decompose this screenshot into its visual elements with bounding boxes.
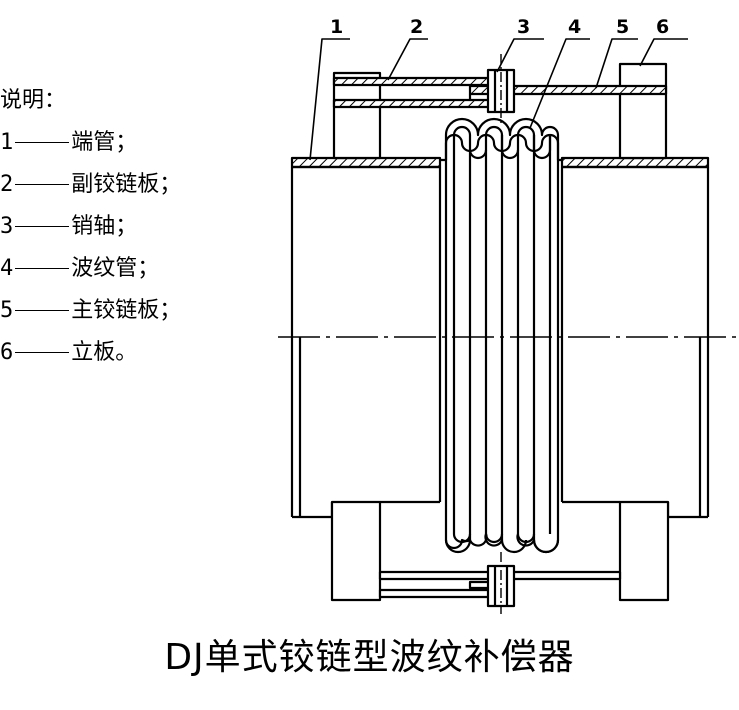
figure-caption: DJ单式铰链型波纹补偿器	[164, 637, 575, 678]
legend-item-label: 副铰链板；	[71, 172, 182, 197]
right-end-pipe	[560, 156, 710, 519]
legend-dash	[15, 309, 70, 311]
legend-item-label: 端管；	[71, 130, 138, 155]
legend-item-vertical-plate: 6 立板。	[0, 340, 137, 366]
callout-2: 2	[410, 16, 423, 38]
legend-item-number: 2	[0, 172, 14, 197]
callout-1: 1	[330, 16, 343, 38]
legend-dash	[15, 351, 70, 353]
legend-item-label: 波纹管；	[71, 256, 160, 281]
legend-item-pin-shaft: 3 销轴；	[0, 214, 137, 240]
left-end-pipe	[290, 156, 442, 519]
legend-dash	[15, 141, 70, 143]
legend-item-label: 主铰链板；	[71, 298, 182, 323]
callout-labels: 1 2 3 4 5 6	[330, 16, 669, 38]
legend-dash	[15, 183, 70, 185]
top-vertical-plates	[332, 62, 668, 160]
legend-item-bellows: 4 波纹管；	[0, 256, 159, 282]
legend-item-end-pipe: 1 端管；	[0, 130, 137, 156]
callout-4: 4	[568, 16, 581, 38]
callout-leaders	[309, 38, 688, 161]
legend-item-secondary-hinge-plate: 2 副铰链板；	[0, 172, 181, 198]
legend-item-number: 5	[0, 298, 14, 323]
bellows	[440, 117, 562, 554]
top-pin-shaft	[486, 54, 516, 124]
legend-item-number: 1	[0, 130, 14, 155]
legend-item-main-hinge-plate: 5 主铰链板；	[0, 298, 181, 324]
bottom-vertical-plates	[330, 500, 670, 602]
callout-5: 5	[616, 16, 629, 38]
callout-6: 6	[656, 16, 669, 38]
legend-title: 说明：	[0, 88, 67, 113]
legend-item-label: 立板。	[71, 340, 138, 365]
legend-dash	[15, 225, 70, 227]
legend-item-number: 6	[0, 340, 14, 365]
bottom-pin-shaft	[486, 552, 516, 614]
legend-item-number: 3	[0, 214, 14, 239]
legend-item-label: 销轴；	[71, 214, 138, 239]
callout-3: 3	[517, 16, 530, 38]
legend-dash	[15, 267, 70, 269]
legend-item-number: 4	[0, 256, 14, 281]
